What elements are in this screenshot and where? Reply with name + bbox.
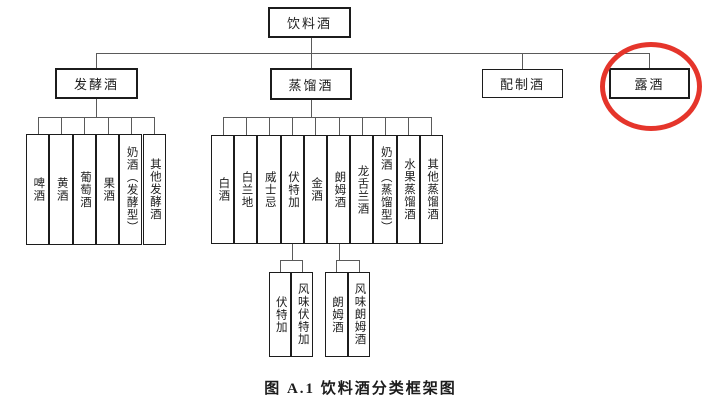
connector-line (339, 244, 340, 260)
connector-line (522, 53, 523, 69)
connector-line (96, 53, 649, 54)
connector-line (292, 244, 293, 260)
connector-line (280, 260, 281, 272)
connector-line (336, 260, 359, 261)
node-baijiu: 白酒 (211, 135, 235, 244)
node-rum: 朗姆酒 (327, 135, 351, 244)
node-fruit-wine: 果酒 (95, 134, 120, 245)
node-yellow-wine: 黄酒 (49, 134, 73, 245)
connector-line (107, 117, 109, 135)
node-grape-wine: 葡萄酒 (72, 134, 96, 245)
node-whisky: 威士忌 (257, 135, 281, 244)
node-other-distilled: 其他蒸馏酒 (419, 135, 443, 244)
node-beer: 啤酒 (26, 134, 50, 245)
connector-line (130, 117, 132, 135)
connector-line (361, 117, 363, 135)
node-brandy: 白兰地 (234, 135, 258, 244)
connector-line (245, 117, 247, 135)
node-tequila: 龙舌兰酒 (350, 135, 374, 244)
connector-line (96, 99, 97, 117)
connector-line (61, 117, 62, 135)
connector-line (336, 260, 337, 272)
connector-line (315, 117, 317, 135)
node-distilled-alcohol: 蒸馏酒 (270, 68, 352, 100)
connector-line (311, 53, 312, 68)
connector-line (311, 37, 312, 53)
node-fruit-distilled: 水果蒸馏酒 (396, 135, 420, 244)
node-blended-alcohol: 配制酒 (482, 69, 563, 98)
connector-line (222, 117, 432, 118)
connector-line (385, 117, 386, 135)
connector-line (37, 117, 39, 135)
connector-line (37, 117, 155, 118)
node-rum-flavored: 风味朗姆酒 (347, 272, 370, 357)
node-gin: 金酒 (303, 135, 327, 244)
figure-caption: 图 A.1 饮料酒分类框架图 (264, 381, 457, 397)
connector-line (222, 117, 224, 135)
node-rum-plain: 朗姆酒 (325, 272, 348, 357)
connector-line (338, 117, 340, 135)
node-other-fermented: 其他发酵酒 (142, 134, 166, 245)
node-beverage-alcohol: 饮料酒 (268, 7, 351, 38)
connector-line (154, 117, 156, 135)
highlight-circle (600, 42, 702, 131)
connector-line (302, 260, 303, 272)
node-fermented-alcohol: 发酵酒 (55, 68, 138, 99)
connector-line (359, 260, 360, 272)
connector-line (292, 117, 294, 135)
connector-line (84, 117, 86, 135)
connector-line (96, 53, 97, 68)
node-milk-wine-distilled: 奶酒（蒸馏型） (373, 135, 397, 244)
node-vodka-plain: 伏特加 (269, 272, 291, 357)
node-vodka: 伏特加 (280, 135, 304, 244)
connector-line (408, 117, 410, 135)
connector-line (311, 99, 312, 117)
connector-line (431, 117, 433, 135)
node-vodka-flavored: 风味伏特加 (291, 272, 313, 357)
connector-line (269, 117, 270, 135)
connector-line (280, 260, 302, 261)
node-milk-wine-fermented: 奶酒（发酵型） (119, 134, 143, 245)
